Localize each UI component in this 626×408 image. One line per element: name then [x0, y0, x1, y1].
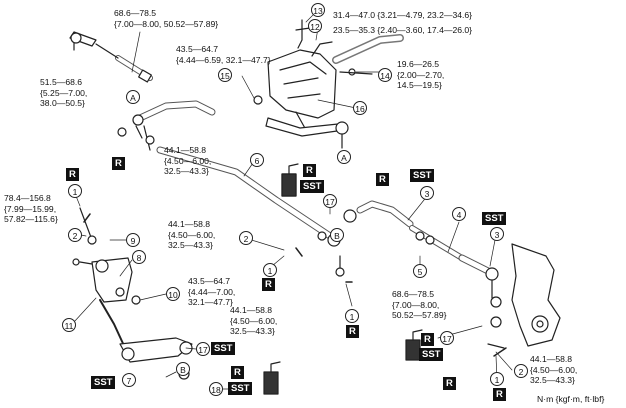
torque-spec-knuckle-nut: 44.1—58.8 {4.50—6.00, 32.5—43.3} — [530, 354, 578, 385]
replace-tag-grease-2: R — [421, 333, 434, 346]
callout-10: 10 — [166, 287, 180, 301]
callout-4: 4 — [452, 207, 466, 221]
torque-spec-item-14: 19.6—26.5 {2.00—2.70, 14.5—19.5} — [397, 59, 445, 90]
idler-arm-bracket — [72, 207, 141, 351]
callout-2-right: 2 — [514, 364, 528, 378]
sst-tag-idler: SST — [211, 342, 236, 355]
callout-14: 14 — [378, 68, 392, 82]
replace-tag-item-1-right: R — [493, 388, 506, 401]
callout-18: 18 — [209, 382, 223, 396]
sst-tag-center: SST — [300, 180, 325, 193]
grease-can-1 — [281, 163, 299, 197]
sst-tag-item-18: SST — [228, 382, 253, 395]
torque-spec-item-12: 23.5—35.3 {2.40—3.60, 17.4—26.0} — [333, 25, 473, 35]
callout-17-idler: 17 — [196, 342, 210, 356]
callout-A-bottom: A — [337, 150, 351, 164]
callout-1-lower: 1 — [345, 309, 359, 323]
steering-knuckle — [487, 243, 561, 349]
callout-9: 9 — [126, 233, 140, 247]
replace-tag-upper-link: R — [112, 157, 125, 170]
callout-16: 16 — [353, 101, 367, 115]
callout-2-center: 2 — [239, 231, 253, 245]
callout-2-left: 2 — [68, 228, 82, 242]
replace-tag-item-1-lower: R — [346, 325, 359, 338]
callout-1-center: 1 — [263, 263, 277, 277]
grease-can-3 — [263, 361, 281, 395]
torque-spec-tie-rod-locknut-top: 68.6—78.5 {7.00—8.00, 50.52—57.89} — [114, 8, 219, 29]
torque-spec-tie-rod-locknut-right: 68.6—78.5 {7.00—8.00, 50.52—57.89} — [392, 289, 447, 320]
units-note: N·m {kgf·m, ft·lbf} — [537, 394, 605, 404]
torque-spec-item-1-bolt: 78.4—156.8 {7.99—15.99, 57.82—115.6} — [4, 193, 58, 224]
callout-3-upper: 3 — [420, 186, 434, 200]
steering-gear-box — [253, 19, 404, 133]
callout-3-lower: 3 — [490, 227, 504, 241]
tie-rod-end-top-left — [69, 31, 153, 83]
torque-spec-item-13: 31.4—47.0 {3.21—4.79, 23.2—34.6} — [333, 10, 473, 20]
sst-tag-idler-arm: SST — [91, 376, 116, 389]
torque-spec-center-link-joint: 44.1—58.8 {4.50—6.00, 32.5—43.3} — [168, 219, 216, 250]
callout-12: 12 — [308, 19, 322, 33]
relay-rod-upper-link — [117, 100, 216, 151]
callout-15: 15 — [218, 68, 232, 82]
torque-spec-relay-rod-nut: 44.1—58.8 {4.50—6.00, 32.5—43.3} — [230, 305, 278, 336]
callout-5: 5 — [413, 264, 427, 278]
replace-tag-knuckle: R — [443, 377, 456, 390]
callout-7: 7 — [122, 373, 136, 387]
callout-1-left: 1 — [68, 184, 82, 198]
callout-11: 11 — [62, 318, 76, 332]
replace-tag-grease-1: R — [303, 164, 316, 177]
tie-rod-right — [343, 200, 499, 299]
callout-A-top: A — [126, 90, 140, 104]
torque-spec-center-link-nut: 44.1—58.8 {4.50—6.00, 32.5—43.3} — [164, 145, 212, 176]
idler-arm — [119, 337, 193, 380]
callout-13: 13 — [311, 3, 325, 17]
callout-B-bottom: B — [176, 362, 190, 376]
sst-tag-right: SST — [419, 348, 444, 361]
callout-1-right: 1 — [490, 372, 504, 386]
replace-tag-item-17-center: R — [376, 173, 389, 186]
callout-B-right: B — [330, 228, 344, 242]
callout-6: 6 — [250, 153, 264, 167]
callout-17-center: 17 — [323, 194, 337, 208]
replace-tag-grease-3: R — [231, 366, 244, 379]
replace-tag-item-1-center: R — [262, 278, 275, 291]
sst-tag-tie-rod-upper: SST — [410, 169, 435, 182]
torque-spec-upper-link-nut: 51.5—68.6 {5.25—7.00, 38.0—50.5} — [40, 77, 88, 108]
callout-8: 8 — [132, 250, 146, 264]
replace-tag-item-1-left: R — [66, 168, 79, 181]
pitman-arm — [265, 117, 349, 149]
torque-spec-item-10: 43.5—64.7 {4.44—7.00, 32.1—47.7} — [188, 276, 236, 307]
callout-17-right: 17 — [440, 331, 454, 345]
sst-tag-tie-rod-lower: SST — [482, 212, 507, 225]
torque-spec-item-15: 43.5—64.7 {4.44—6.59, 32.1—47.7} — [176, 44, 271, 65]
